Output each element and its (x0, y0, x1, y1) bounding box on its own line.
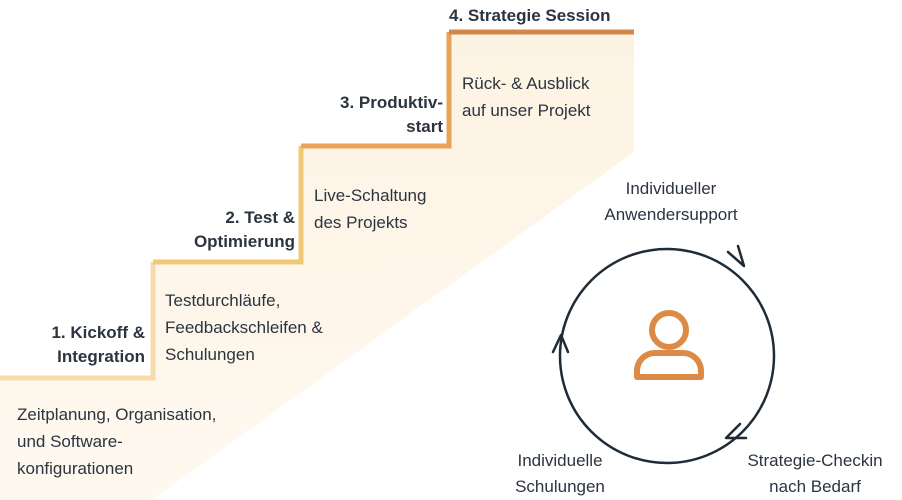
cycle-label-bottom-right: Strategie-Checkin nach Bedarf (747, 451, 883, 496)
step-2-text: Testdurchläufe, Feedbackschleifen & Schu… (165, 291, 323, 364)
person-icon (634, 310, 704, 380)
cycle-label-top: Individueller Anwendersupport (604, 179, 738, 224)
step-4-title: 4. Strategie Session (449, 6, 611, 25)
step-3-edge (301, 32, 452, 149)
arrow-bottom-right-icon (724, 422, 748, 440)
cycle-label-bottom-left: Individuelle Schulungen (515, 451, 605, 496)
step-3-text: Live-Schaltung des Projekts (314, 186, 427, 232)
step-2-edge (153, 146, 304, 265)
step-1-title: 1. Kickoff & Integration (51, 323, 145, 366)
arrow-top-right-icon (726, 244, 746, 268)
step-3-title: 3. Produktiv- start (340, 93, 443, 136)
step-4-text: Rück- & Ausblick auf unser Projekt (462, 74, 591, 120)
arrow-left-icon (551, 333, 570, 354)
step-2-title: 2. Test & Optimierung (193, 208, 295, 251)
step-1-edge (0, 262, 156, 381)
stair-fill (0, 32, 634, 500)
step-1-text: Zeitplanung, Organisation, und Software-… (17, 405, 217, 478)
cycle-circle (558, 247, 776, 465)
